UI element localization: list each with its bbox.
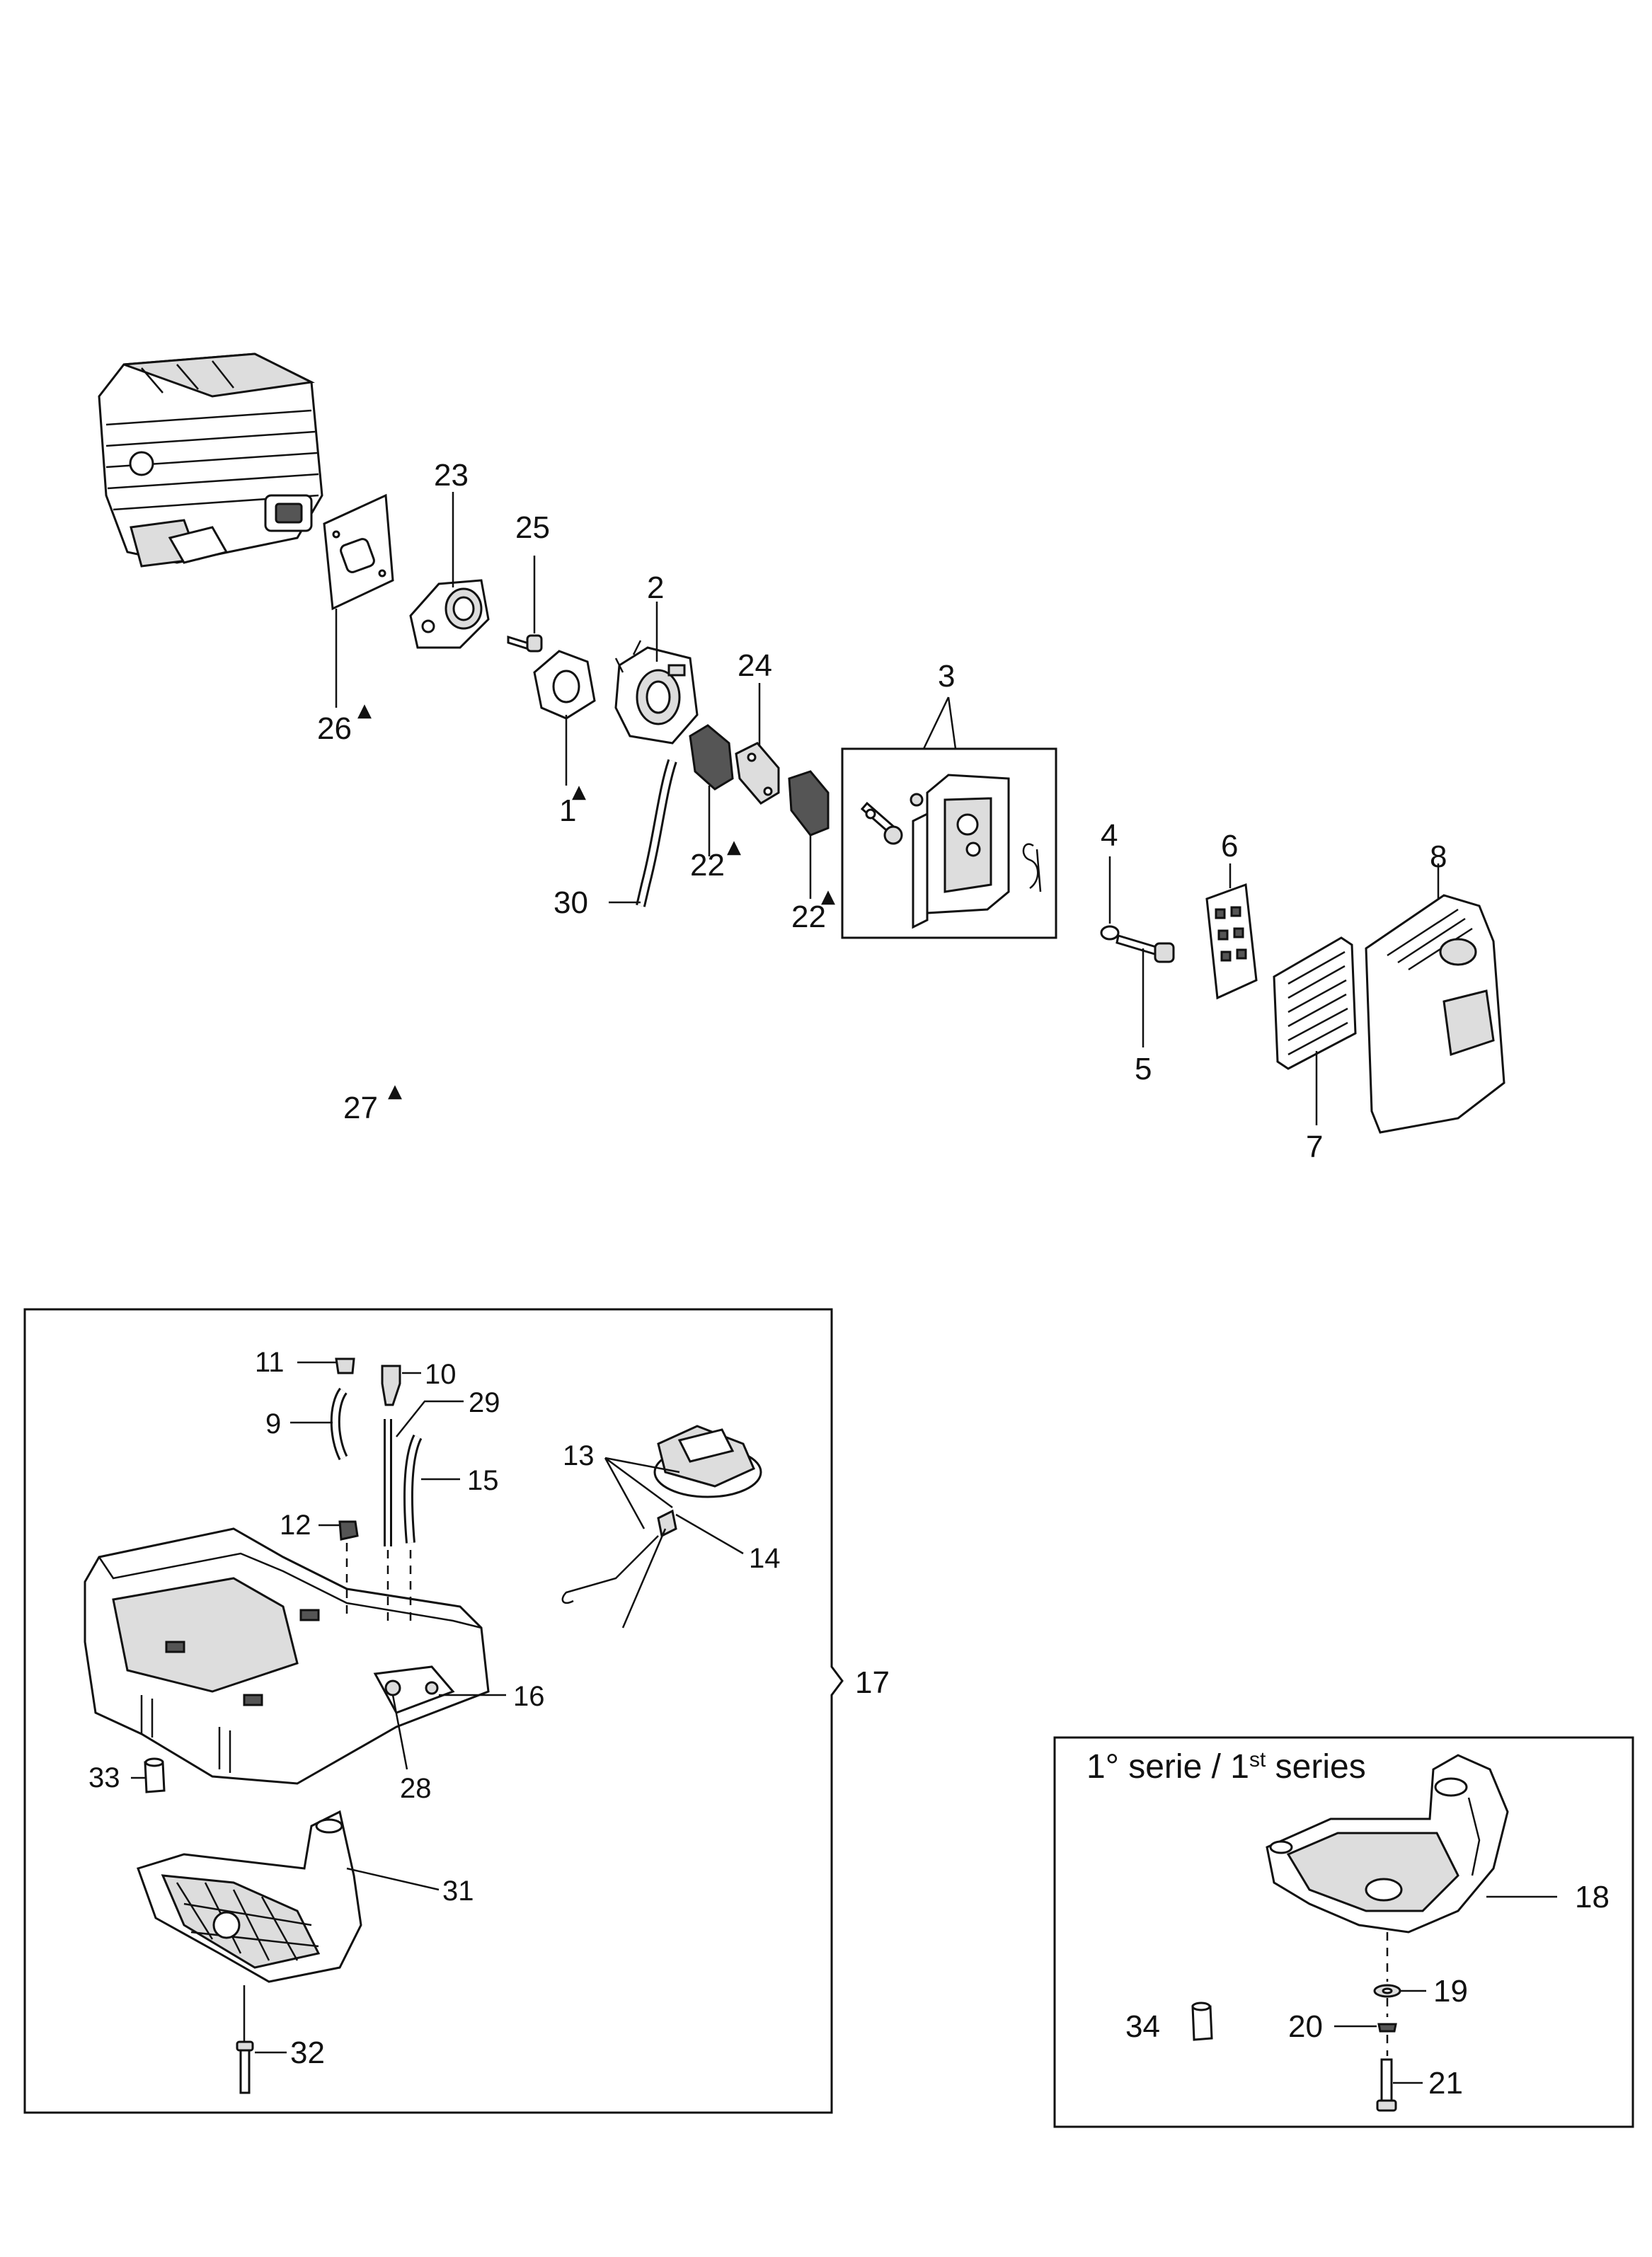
label-27: 27 (343, 1091, 378, 1125)
label-18: 18 (1575, 1880, 1610, 1914)
label-17: 17 (855, 1665, 890, 1700)
label-32: 32 (290, 2035, 325, 2070)
label-1: 1 (559, 793, 576, 828)
part-2-carburetor (614, 602, 699, 745)
label-26: 26 (317, 711, 352, 746)
label-3: 3 (938, 659, 955, 694)
label-34: 34 (1125, 2009, 1160, 2044)
part-21-bolt (1376, 2058, 1423, 2112)
part-34-sleeve (1191, 2002, 1213, 2041)
label-23: 23 (434, 458, 469, 493)
part-18-bracket (1266, 1754, 1557, 1982)
part-3-group-box (841, 696, 1057, 939)
series-title-sup: st (1249, 1748, 1266, 1771)
label-14: 14 (749, 1543, 781, 1574)
label-9: 9 (265, 1408, 281, 1440)
label-8: 8 (1430, 839, 1447, 874)
callout-labels: 23 25 2 24 3 26 ▲ 1 ▲ 30 22 ▲ 22 ▲ 4 6 8… (88, 458, 1610, 2101)
part-14-fuel-line-assembly (561, 1509, 744, 1629)
cylinder-part (98, 352, 323, 568)
marker-1: ▲ (572, 781, 586, 803)
part-9-hose (290, 1387, 348, 1461)
part-20-spring-washer (1334, 2023, 1397, 2056)
marker-26: ▲ (357, 700, 372, 721)
part-7-filter-element (1273, 936, 1357, 1125)
label-21: 21 (1428, 2066, 1463, 2101)
part-11-grommet (297, 1357, 355, 1374)
part-10-fitting (381, 1365, 421, 1406)
label-5: 5 (1135, 1052, 1152, 1086)
label-22b: 22 (791, 900, 826, 934)
fuel-tank-group-box (23, 1308, 844, 2114)
first-series-box (1053, 1736, 1634, 2128)
part-19-washer (1373, 1984, 1426, 2017)
part-30-fuel-line (609, 759, 677, 907)
label-28: 28 (400, 1773, 432, 1804)
label-24: 24 (738, 648, 772, 683)
part-24-plate (735, 683, 780, 805)
label-29: 29 (469, 1387, 500, 1418)
part-6-filter-plate (1205, 863, 1258, 1000)
part-29-tube (384, 1400, 464, 1628)
part-23-intake-adapter (409, 492, 490, 649)
label-4: 4 (1101, 818, 1118, 853)
part-22a-foam-filter (689, 724, 734, 856)
label-19: 19 (1433, 1974, 1468, 2009)
series-box-title: 1° serie / 1st series (1086, 1748, 1366, 1786)
label-25: 25 (515, 510, 550, 545)
part-4-washer (1100, 856, 1120, 941)
part-26-gasket (323, 493, 394, 708)
part-1-gasket (533, 650, 596, 786)
label-10: 10 (425, 1359, 457, 1390)
part-33-sleeve (131, 1757, 166, 1793)
series-title-suffix: series (1266, 1748, 1365, 1786)
part-5-bolt (1115, 934, 1175, 1047)
marker-22b: ▲ (821, 886, 835, 907)
label-6: 6 (1221, 829, 1238, 863)
label-33: 33 (88, 1762, 120, 1793)
part-15-hose (403, 1434, 460, 1621)
part-22b-foam-filter (788, 770, 830, 899)
part-12-filter (319, 1520, 359, 1614)
label-11: 11 (255, 1347, 285, 1378)
fuel-tank-part (84, 1527, 506, 1785)
part-31-tank-base (137, 1810, 440, 2042)
label-13: 13 (563, 1440, 595, 1471)
label-12: 12 (280, 1510, 311, 1541)
marker-27: ▲ (388, 1081, 402, 1102)
part-8-filter-cover (1365, 863, 1505, 1134)
label-2: 2 (647, 570, 664, 605)
label-15: 15 (467, 1465, 499, 1496)
label-20: 20 (1288, 2009, 1323, 2044)
series-title-prefix: 1° serie / 1 (1086, 1748, 1249, 1786)
label-16: 16 (513, 1681, 545, 1712)
label-31: 31 (442, 1876, 474, 1907)
label-30: 30 (553, 885, 588, 920)
part-32-bolt (236, 2040, 287, 2094)
part-13-fuel-cap (604, 1425, 762, 1529)
label-22a: 22 (690, 848, 725, 883)
marker-22a: ▲ (727, 837, 741, 858)
part-25-screw (507, 556, 543, 653)
label-7: 7 (1306, 1130, 1323, 1164)
